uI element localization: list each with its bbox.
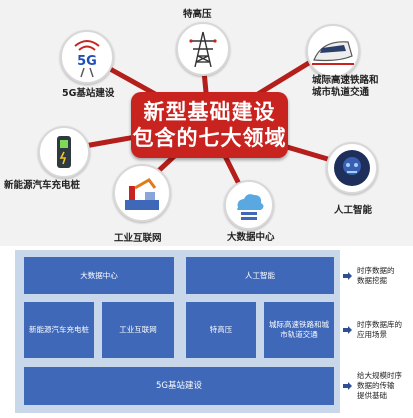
ai-node — [326, 142, 378, 194]
bigdata-label: 大数据中心 — [227, 232, 275, 243]
robot-head-icon — [334, 150, 370, 186]
note-transmission-line3: 提供基础 — [357, 391, 387, 400]
block-big-data-center: 大数据中心 — [24, 257, 174, 294]
iiot-label: 工业互联网 — [114, 233, 162, 244]
ev-node — [38, 126, 90, 178]
uhv-node — [176, 22, 230, 76]
charging-pile-icon — [57, 136, 71, 168]
layer-diagram: 大数据中心 人工智能 新能源汽车充电桩 工业互联网 特高压 城际高速铁路和城市轨… — [0, 246, 413, 418]
block-rail-transit: 城际高速铁路和城市轨道交通 — [264, 302, 334, 358]
arrow-right-icon — [343, 326, 352, 334]
rail-node — [306, 24, 360, 78]
note-data-mining-line2: 数据挖掘 — [357, 276, 387, 285]
cloud-data-icon — [236, 194, 264, 220]
5g-badge-text: 5G — [77, 54, 97, 69]
rail-label-line1: 城际高速铁路和 — [312, 75, 379, 86]
rail-label: 城际高速铁路和 城市轨道交通 — [312, 75, 379, 99]
arrow-right-icon — [343, 382, 352, 390]
5g-node: 5G — [60, 30, 114, 84]
block-uhv: 特高压 — [186, 302, 256, 358]
note-application-line2: 应用场景 — [357, 330, 387, 339]
uhv-label: 特高压 — [183, 9, 212, 20]
block-ai: 人工智能 — [186, 257, 334, 294]
arrow-right-icon — [343, 272, 352, 280]
block-industrial-internet: 工业互联网 — [102, 302, 174, 358]
5g-antenna-icon: 5G — [74, 40, 100, 78]
note-application-scenarios: 时序数据库的 应用场景 — [357, 320, 402, 340]
iiot-node — [113, 164, 171, 222]
ai-label: 人工智能 — [334, 205, 373, 216]
rail-label-line2: 城市轨道交通 — [312, 87, 370, 98]
block-5g-base-station: 5G基站建设 — [24, 367, 334, 405]
center-title-line1: 新型基础建设 — [143, 100, 276, 124]
power-tower-icon — [189, 31, 217, 68]
note-transmission-line2: 数据的传输 — [357, 381, 395, 390]
high-speed-train-icon — [312, 41, 354, 65]
center-title-banner: 新型基础建设 包含的七大领域 — [131, 92, 288, 158]
factory-robot-arm-icon — [125, 178, 159, 210]
note-transmission-line1: 给大规模时序 — [357, 371, 402, 380]
note-data-mining: 时序数据的 数据挖掘 — [357, 266, 395, 286]
seven-fields-infographic: 新型基础建设 包含的七大领域 特高压 — [0, 0, 413, 246]
5g-label: 5G基站建设 — [62, 88, 115, 99]
ev-label: 新能源汽车充电桩 — [4, 180, 81, 191]
note-application-line1: 时序数据库的 — [357, 320, 402, 329]
note-data-mining-line1: 时序数据的 — [357, 266, 395, 275]
bigdata-node — [224, 180, 274, 230]
note-transmission-foundation: 给大规模时序 数据的传输 提供基础 — [357, 371, 402, 401]
block-ev-charging: 新能源汽车充电桩 — [24, 302, 94, 358]
center-title-line2: 包含的七大领域 — [132, 126, 287, 150]
